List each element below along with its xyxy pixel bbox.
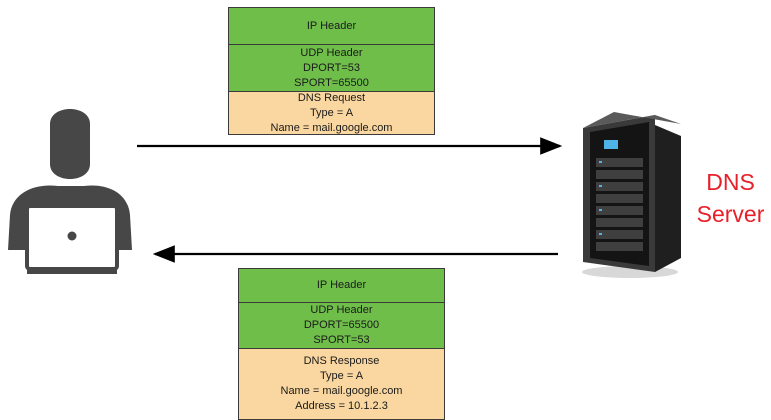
request-dns-title: DNS Request	[297, 91, 366, 104]
request-udp-sport: SPORT=65500	[294, 76, 369, 89]
response-dns-type: Type = A	[319, 370, 364, 382]
response-dns-address: Address = 10.1.2.3	[295, 400, 388, 412]
server-label-line2: Server	[696, 201, 765, 227]
request-udp-title: UDP Header	[300, 46, 363, 59]
response-udp-sport: SPORT=53	[313, 334, 370, 346]
request-ip-header-label: IP Header	[306, 19, 357, 32]
response-packet: IP Header UDP Header DPORT=65500 SPORT=5…	[238, 268, 445, 420]
server-label-line1: DNS	[706, 169, 755, 195]
response-udp-header: UDP Header DPORT=65500 SPORT=53	[239, 302, 444, 348]
user-laptop-icon	[8, 109, 132, 274]
request-udp-header: UDP Header DPORT=53 SPORT=65500	[229, 44, 434, 91]
request-dns-payload: DNS Request Type = A Name = mail.google.…	[229, 91, 434, 134]
request-dns-name: Name = mail.google.com	[270, 121, 393, 134]
response-ip-header-label: IP Header	[316, 279, 367, 291]
response-udp-title: UDP Header	[310, 304, 373, 316]
response-dns-payload: DNS Response Type = A Name = mail.google…	[239, 348, 444, 419]
response-dns-name: Name = mail.google.com	[280, 385, 403, 397]
request-dns-type: Type = A	[309, 106, 354, 119]
request-ip-header: IP Header	[229, 8, 434, 44]
dns-server-label: DNS Server	[690, 166, 771, 230]
response-ip-header: IP Header	[239, 269, 444, 302]
response-dns-title: DNS Response	[303, 355, 380, 367]
response-udp-dport: DPORT=65500	[303, 319, 380, 331]
request-udp-dport: DPORT=53	[303, 61, 360, 74]
request-packet: IP Header UDP Header DPORT=53 SPORT=6550…	[228, 7, 435, 135]
